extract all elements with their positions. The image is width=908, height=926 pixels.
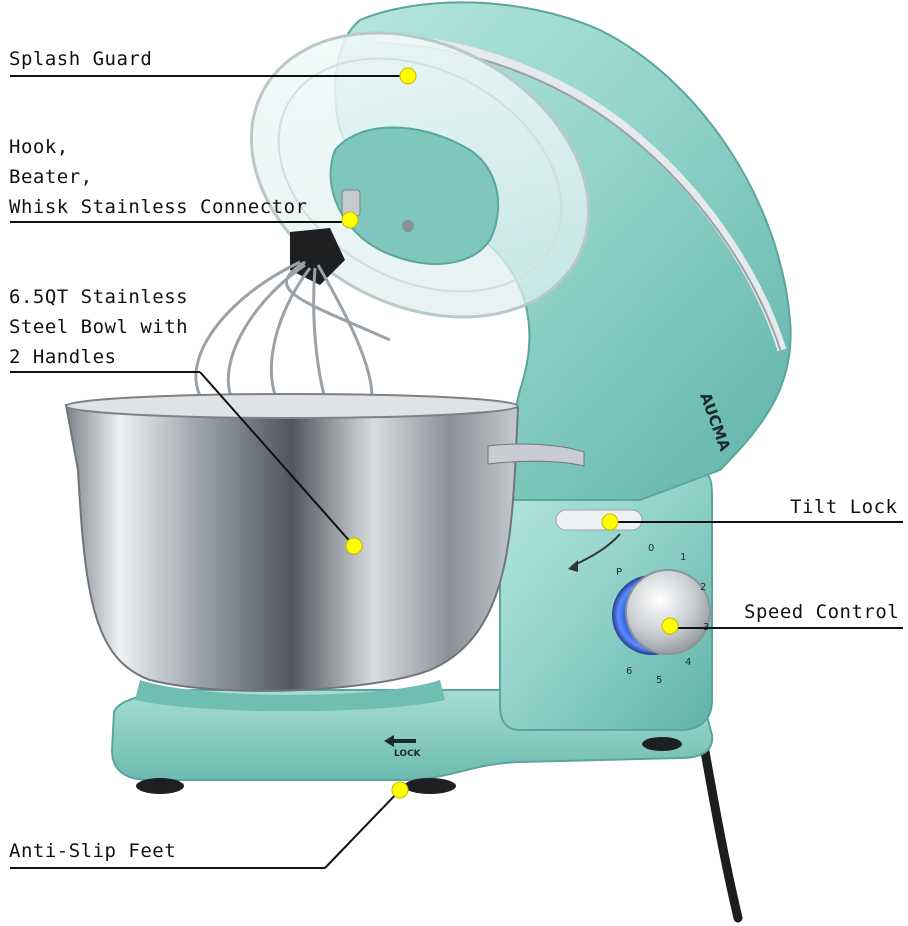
svg-text:4: 4	[685, 657, 691, 668]
foot-center	[404, 778, 456, 794]
mixer-pedestal	[499, 469, 713, 731]
svg-text:2: 2	[700, 582, 706, 593]
svg-text:P: P	[616, 567, 622, 578]
callout-lines	[10, 75, 903, 869]
speed-control-knob	[625, 569, 711, 655]
label-bowl: 6.5QT Stainless Steel Bowl with 2 Handle…	[9, 286, 189, 368]
marker-connector	[341, 211, 359, 229]
marker-splash-guard	[399, 67, 417, 85]
foot-left	[136, 778, 184, 794]
svg-text:0: 0	[648, 543, 654, 554]
label-speed-control: Speed Control	[744, 601, 900, 623]
marker-anti-slip-feet	[391, 781, 409, 799]
label-splash-guard: Splash Guard	[9, 48, 153, 70]
whisk-connector	[290, 228, 345, 285]
label-anti-slip-feet: Anti-Slip Feet	[9, 840, 177, 862]
base-lock-marking: LOCK	[394, 749, 422, 759]
label-connector: Hook, Beater, Whisk Stainless Connector	[9, 136, 308, 218]
marker-speed-control	[661, 617, 679, 635]
power-cord	[697, 730, 743, 923]
marker-tilt-lock	[601, 513, 619, 531]
tilt-lock-lever	[555, 509, 643, 531]
svg-text:5: 5	[656, 675, 662, 686]
marker-bowl	[345, 537, 363, 555]
svg-text:6: 6	[626, 666, 632, 677]
label-tilt-lock: Tilt Lock	[790, 496, 898, 518]
bowl-handle	[487, 443, 585, 467]
foot-right	[642, 737, 682, 751]
callout-markers	[341, 67, 679, 799]
svg-text:1: 1	[680, 552, 686, 563]
mixing-bowl	[64, 397, 520, 692]
